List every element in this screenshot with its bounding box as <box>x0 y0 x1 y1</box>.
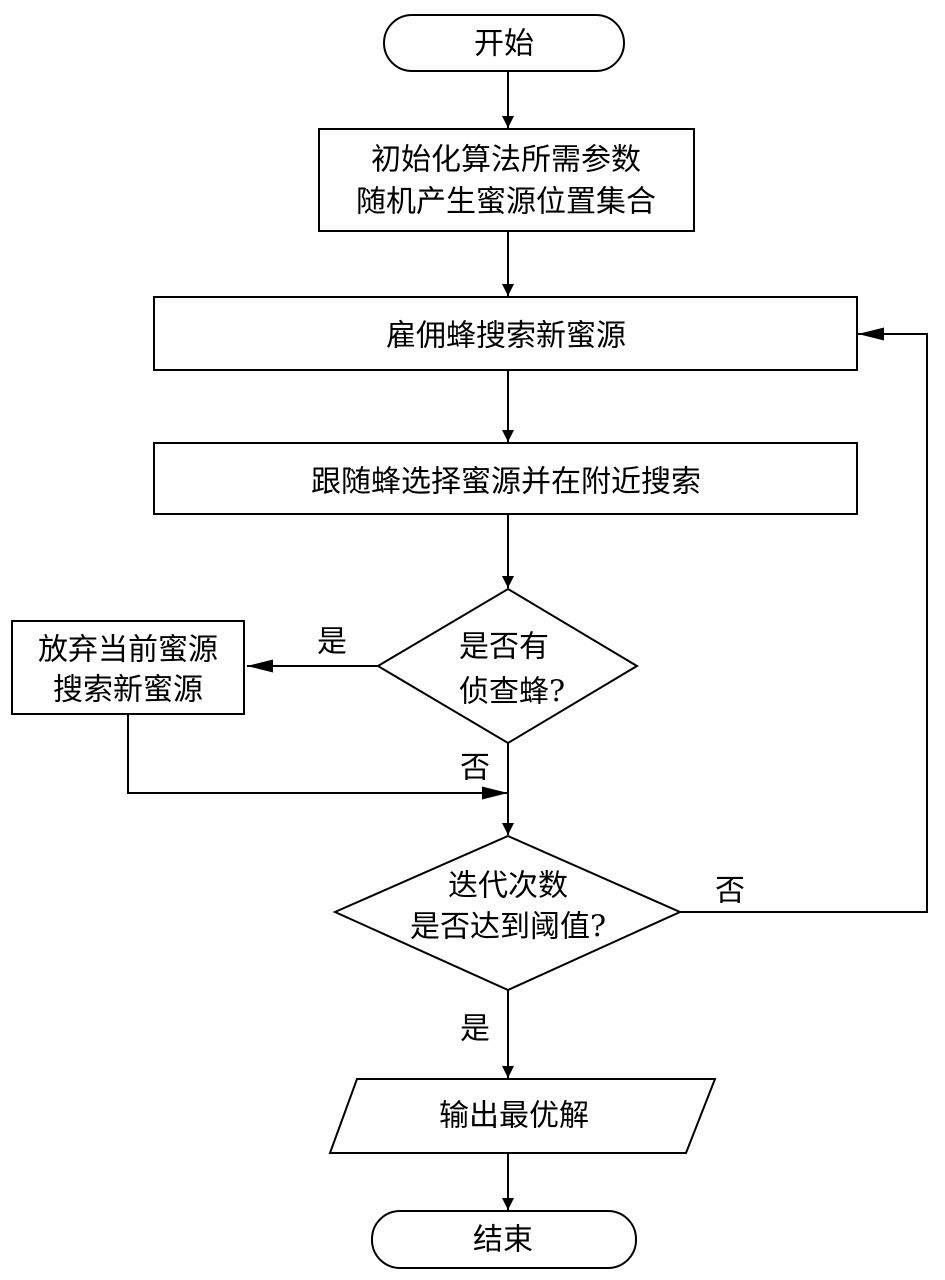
scout-yes-label: 是 <box>317 625 347 660</box>
employed-bee-label: 雇佣蜂搜索新蜜源 <box>386 319 626 354</box>
scout-check-decision: 是否有 侦查蜂? <box>376 587 639 745</box>
abandon-line1: 放弃当前蜜源 <box>38 633 218 668</box>
output-parallelogram: 输出最优解 <box>328 1078 717 1154</box>
scout-check-line2: 侦查蜂? <box>459 675 565 710</box>
init-line1: 初始化算法所需参数 <box>371 143 641 178</box>
iter-yes-label: 是 <box>460 1012 490 1047</box>
iter-no-label: 否 <box>715 874 745 909</box>
end-label: 结束 <box>473 1223 533 1258</box>
arrow-abandon-return <box>127 714 508 800</box>
end-terminator: 结束 <box>371 1210 637 1269</box>
output-label: 输出最优解 <box>439 1099 589 1134</box>
start-label: 开始 <box>474 27 534 62</box>
iter-check-line2: 是否达到阈值? <box>410 910 606 945</box>
init-line2: 随机产生蜜源位置集合 <box>356 185 656 220</box>
onlooker-bee-box: 跟随蜂选择蜜源并在附近搜索 <box>153 442 858 515</box>
abandon-line2: 搜索新蜜源 <box>53 673 203 708</box>
init-process-box: 初始化算法所需参数 随机产生蜜源位置集合 <box>318 128 695 232</box>
iteration-check-decision: 迭代次数 是否达到阈值? <box>332 834 683 992</box>
arrow-iter-no-loop-back <box>680 327 928 913</box>
iter-check-line1: 迭代次数 <box>448 869 568 904</box>
scout-check-line1: 是否有 <box>459 630 549 665</box>
employed-bee-box: 雇佣蜂搜索新蜜源 <box>153 296 858 371</box>
abandon-source-box: 放弃当前蜜源 搜索新蜜源 <box>11 620 245 715</box>
scout-no-label: 否 <box>460 751 490 786</box>
onlooker-bee-label: 跟随蜂选择蜜源并在附近搜索 <box>311 465 701 500</box>
start-terminator: 开始 <box>383 14 625 72</box>
